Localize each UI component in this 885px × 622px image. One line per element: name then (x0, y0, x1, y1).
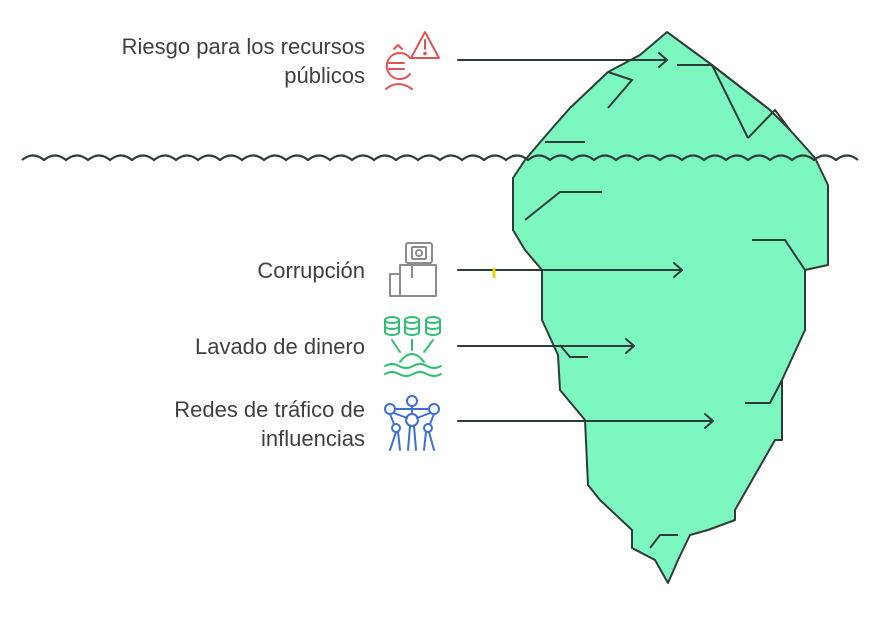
iceberg-crack-lines (524, 31, 806, 549)
label-networks-line1: Redes de tráfico de (174, 397, 365, 422)
water-line (21, 154, 859, 162)
label-risk: Riesgo para los recursos públicos (122, 32, 365, 90)
arrow-networks (457, 413, 714, 429)
network-atom-icon (384, 395, 440, 451)
money-bag-icon (389, 242, 437, 297)
label-risk-line1: Riesgo para los recursos (121, 34, 365, 59)
label-laundering-line1: Lavado de dinero (194, 334, 365, 359)
label-corruption: Corrupción (257, 256, 365, 285)
label-risk-line2: públicos (284, 63, 365, 88)
label-laundering: Lavado de dinero (195, 332, 365, 361)
arrow-laundering (457, 338, 635, 354)
label-corruption-line1: Corrupción (257, 258, 365, 283)
iceberg-shape (512, 31, 829, 584)
arrow-risk (457, 52, 668, 68)
euro-warning-icon (385, 31, 440, 90)
label-networks: Redes de tráfico de influencias (174, 395, 365, 453)
label-networks-line2: influencias (261, 426, 365, 451)
coin-stacks-icon (384, 316, 442, 377)
